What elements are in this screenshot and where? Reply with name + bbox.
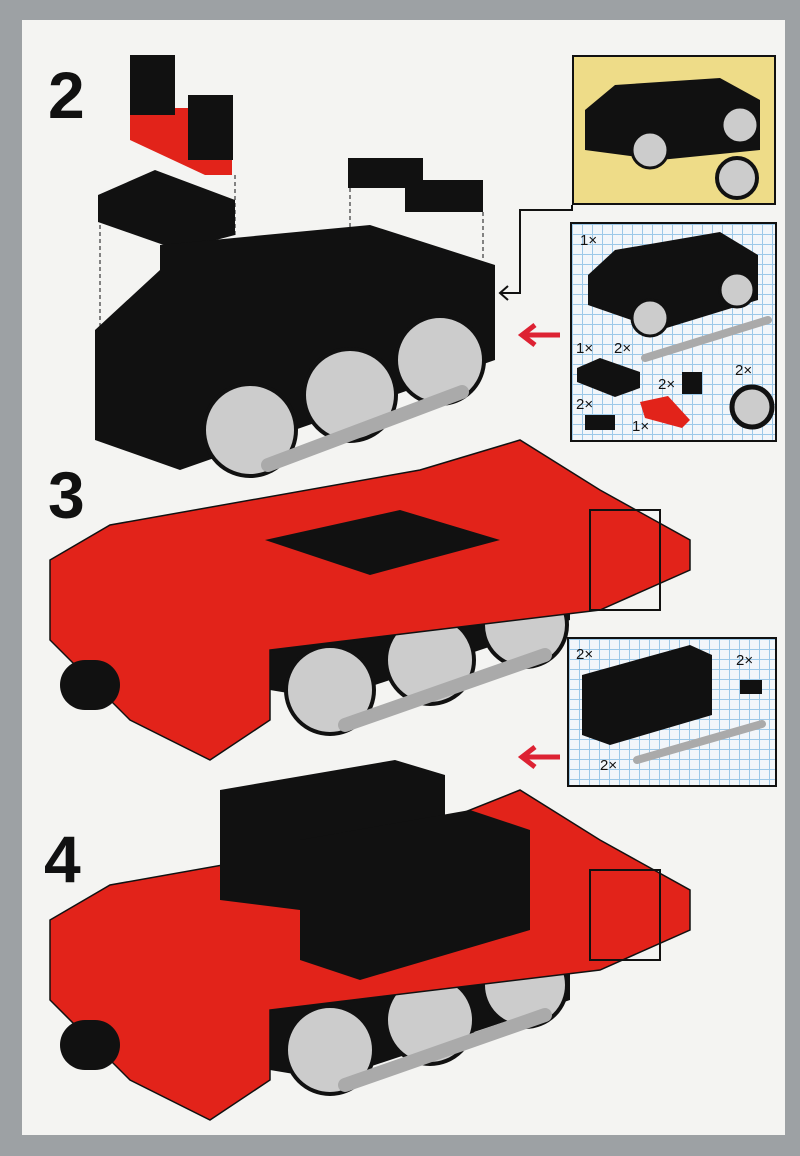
step-number-2: 2 xyxy=(48,58,85,132)
qty-motor: 1× xyxy=(580,232,598,249)
plate-1x2-b xyxy=(405,180,483,212)
qty-plate-1x2: 2× xyxy=(576,396,594,413)
red-plate-with-bricks xyxy=(130,55,233,175)
parts-step-4-illustrations xyxy=(582,645,766,764)
qty-plate-1x4-red: 1× xyxy=(632,418,650,435)
step-number-3: 3 xyxy=(48,458,85,532)
motor-chassis-step-2 xyxy=(95,225,495,478)
callout-pointer-arrow xyxy=(498,205,573,301)
locomotive-step-3 xyxy=(49,439,691,761)
qty-brick-1x1: 2× xyxy=(658,376,676,393)
qty-plate-2x4: 1× xyxy=(576,340,594,357)
qty-wheel: 2× xyxy=(735,362,753,379)
parts-step-2-illustrations xyxy=(577,232,775,430)
red-arrow-step-2 xyxy=(517,323,560,347)
qty-plate-1x1: 2× xyxy=(736,652,754,669)
red-arrow-step-4 xyxy=(517,745,560,769)
locomotive-step-4 xyxy=(49,760,691,1121)
black-plate-2x4 xyxy=(98,170,235,250)
qty-brick-2x6: 2× xyxy=(576,646,594,663)
motor-with-wheel-illustration xyxy=(585,78,760,200)
qty-coupling-rod: 2× xyxy=(614,340,632,357)
step-number-4: 4 xyxy=(44,822,81,896)
qty-coupling-rod-2: 2× xyxy=(600,757,618,774)
